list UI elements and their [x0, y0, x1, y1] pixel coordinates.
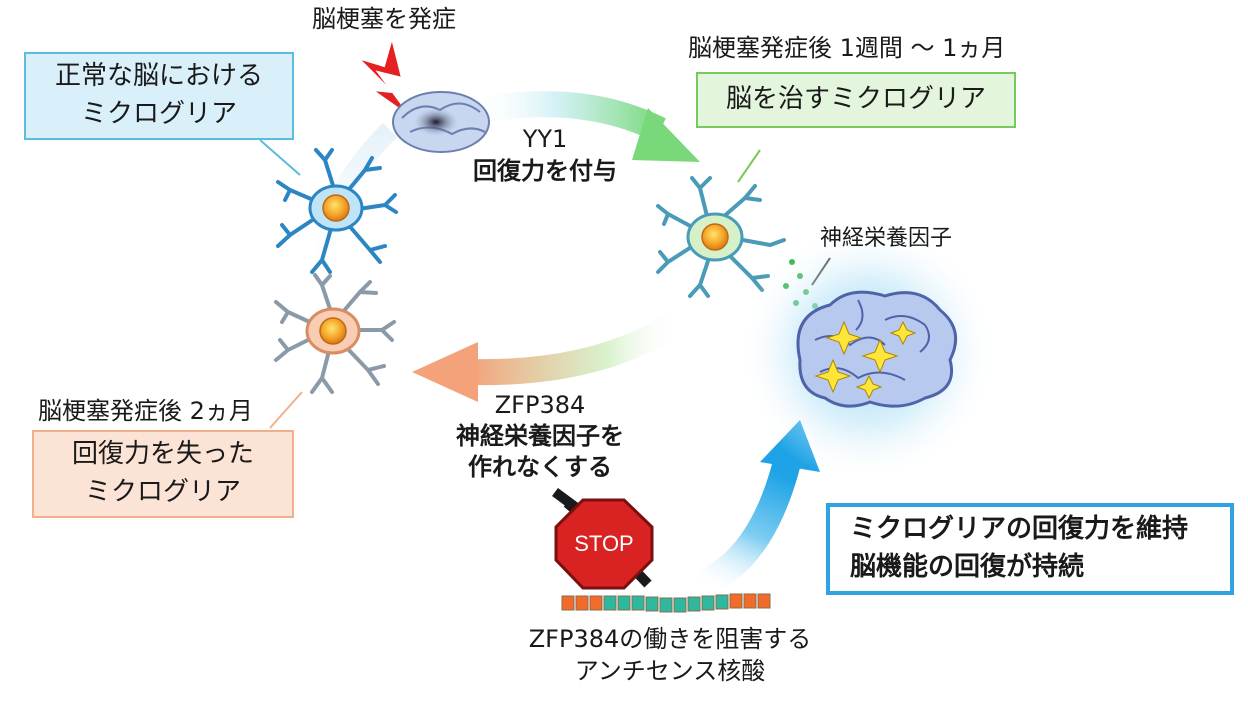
- healing-microglia-icon: [656, 176, 786, 298]
- result-box-line2: 脳機能の回復が持続: [850, 552, 1085, 582]
- normal-box-line2: ミクログリア: [80, 99, 237, 129]
- antisense-line2: アンチセンス核酸: [574, 657, 766, 685]
- healing-box-text: 脳を治すミクログリア: [725, 84, 986, 115]
- stop-sign-label: STOP: [574, 531, 634, 556]
- zfp384-effect-line2: 作れなくする: [468, 453, 612, 481]
- stroke-onset-label: 脳梗塞を発症: [312, 5, 456, 33]
- normal-box-line1: 正常な脳における: [54, 61, 263, 92]
- stop-sign-icon: [552, 487, 654, 590]
- yy1-label: YY1: [522, 125, 568, 153]
- zfp384-effect-line1: 神経栄養因子を: [456, 422, 624, 450]
- neurotrophic-factor-label: 神経栄養因子: [820, 226, 953, 251]
- lost-microglia-box: 回復力を失った ミクログリア: [32, 430, 294, 518]
- lost-box-line1: 回復力を失った: [71, 439, 254, 470]
- antisense-strand-icon: [561, 593, 771, 613]
- lost-box-line2: ミクログリア: [84, 477, 241, 507]
- yy1-effect-label: 回復力を付与: [473, 157, 617, 185]
- zfp384-label: ZFP384: [494, 391, 586, 419]
- healing-microglia-box: 脳を治すミクログリア: [696, 72, 1016, 128]
- time-two-months-label: 脳梗塞発症後 2ヵ月: [38, 397, 253, 425]
- lost-microglia-icon: [274, 273, 396, 394]
- stroke-brain-icon: [392, 91, 490, 153]
- normal-microglia-box: 正常な脳における ミクログリア: [24, 52, 294, 140]
- antisense-line1: ZFP384の働きを阻害する: [528, 625, 812, 653]
- sparkle-icons: [814, 320, 917, 400]
- normal-microglia-icon: [276, 148, 398, 274]
- time-week-month-label: 脳梗塞発症後 1週間 〜 1ヵ月: [688, 34, 1006, 62]
- result-box: ミクログリアの回復力を維持 脳機能の回復が持続: [826, 503, 1234, 595]
- result-box-line1: ミクログリアの回復力を維持: [850, 514, 1189, 545]
